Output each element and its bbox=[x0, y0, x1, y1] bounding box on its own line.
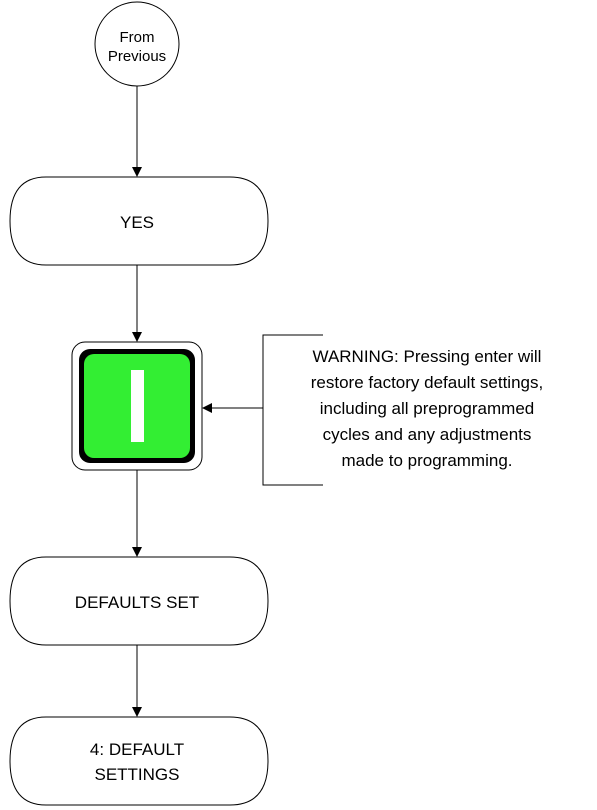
yes-label: YES bbox=[120, 213, 154, 232]
defaults-set-label: DEFAULTS SET bbox=[75, 593, 199, 612]
previous-label: Previous bbox=[108, 48, 166, 65]
warning-line-1: WARNING: Pressing enter will bbox=[313, 347, 542, 366]
default-settings-state: 4: DEFAULT SETTINGS bbox=[9, 716, 269, 806]
yes-state: YES bbox=[9, 176, 269, 266]
from-previous-connector: From Previous bbox=[94, 1, 180, 87]
from-label: From bbox=[120, 29, 155, 46]
default-settings-line-1: 4: DEFAULT bbox=[90, 740, 184, 759]
warning-note: WARNING: Pressing enter will restore fac… bbox=[262, 334, 543, 486]
warning-line-3: including all preprogrammed bbox=[320, 399, 535, 418]
warning-line-5: made to programming. bbox=[341, 451, 512, 470]
default-settings-line-2: SETTINGS bbox=[94, 765, 179, 784]
enter-key-glyph bbox=[131, 370, 144, 442]
enter-key-icon bbox=[71, 341, 203, 471]
warning-line-4: cycles and any adjustments bbox=[323, 425, 532, 444]
warning-line-2: restore factory default settings, bbox=[311, 373, 543, 392]
defaults-set-state: DEFAULTS SET bbox=[9, 556, 269, 646]
